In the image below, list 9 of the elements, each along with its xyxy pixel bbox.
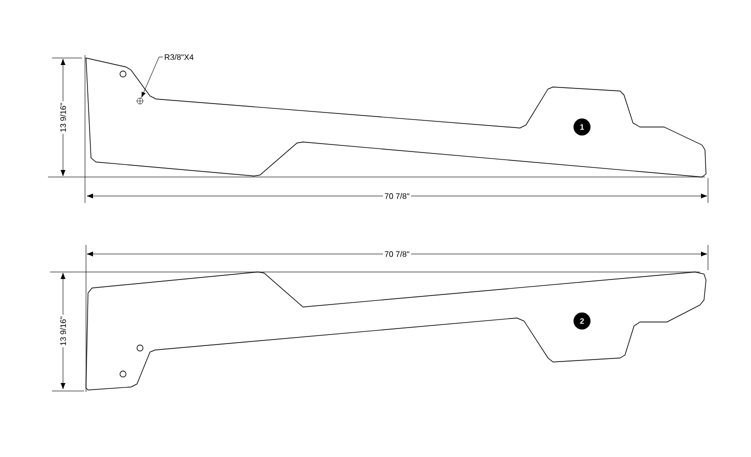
dimension-text: 13 9/16" [58,314,68,348]
dimension-text: 70 7/8" [382,192,412,200]
callout-text: R3/8"X4 [164,54,194,60]
leader-line [141,56,164,98]
hole-symbol [136,98,144,104]
dimension-text: 13 9/16" [58,101,68,134]
dimension-text: 70 7/8" [382,250,412,258]
callout-number: 1 [574,118,590,136]
callout-number: 2 [574,312,590,330]
